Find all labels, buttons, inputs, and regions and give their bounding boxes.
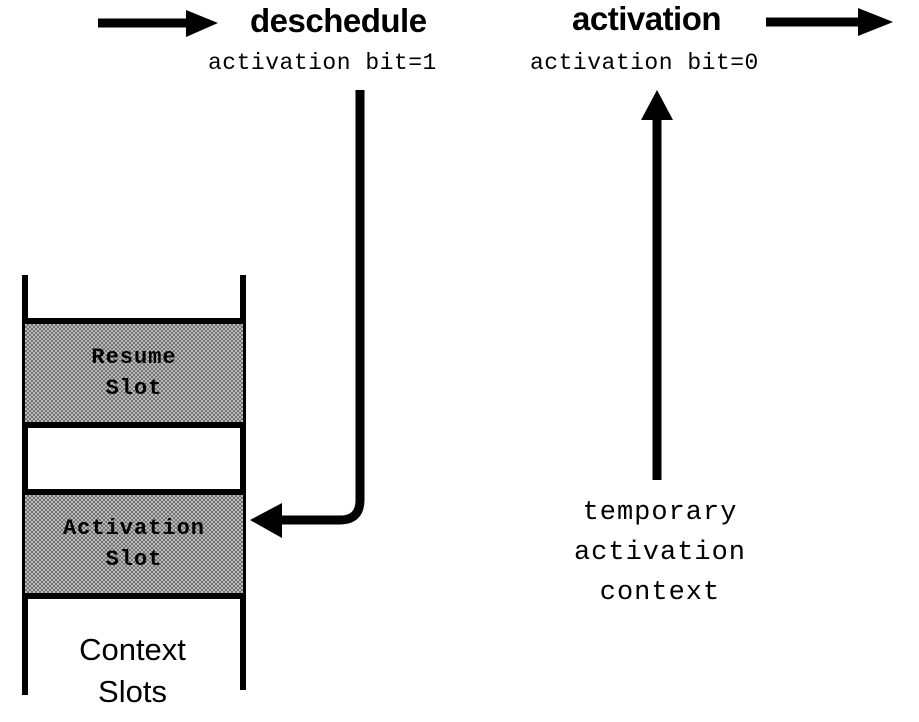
resume-slot-line2: Slot (105, 376, 163, 401)
arrow-right-icon-left (98, 10, 218, 37)
temporary-caption-line2: activation (573, 538, 747, 568)
arrow-right-icon-right (766, 8, 893, 36)
resume-slot-line1: Resume (91, 345, 177, 370)
activation-label: activation (572, 0, 722, 37)
context-slots-caption-line1: Context (79, 632, 186, 667)
elbow-arrow-left-icon (250, 90, 365, 538)
activation-slot-line1: Activation (62, 516, 206, 541)
arrow-up-icon (641, 90, 673, 480)
temporary-caption-line1: temporary (582, 498, 738, 528)
activation-bit-0-label: activation bit=0 (530, 50, 759, 76)
context-column-left-rail (22, 275, 28, 695)
activation-slot-line2: Slot (105, 547, 163, 572)
resume-slot[interactable]: Resume Slot (25, 318, 243, 428)
deschedule-label: deschedule (250, 2, 427, 39)
temporary-caption-line3: context (599, 578, 721, 608)
activation-bit-1-label: activation bit=1 (208, 50, 437, 76)
activation-slot[interactable]: Activation Slot (25, 489, 243, 599)
context-slots-caption-line2: Slots (98, 674, 167, 709)
context-column-right-rail (240, 275, 246, 690)
